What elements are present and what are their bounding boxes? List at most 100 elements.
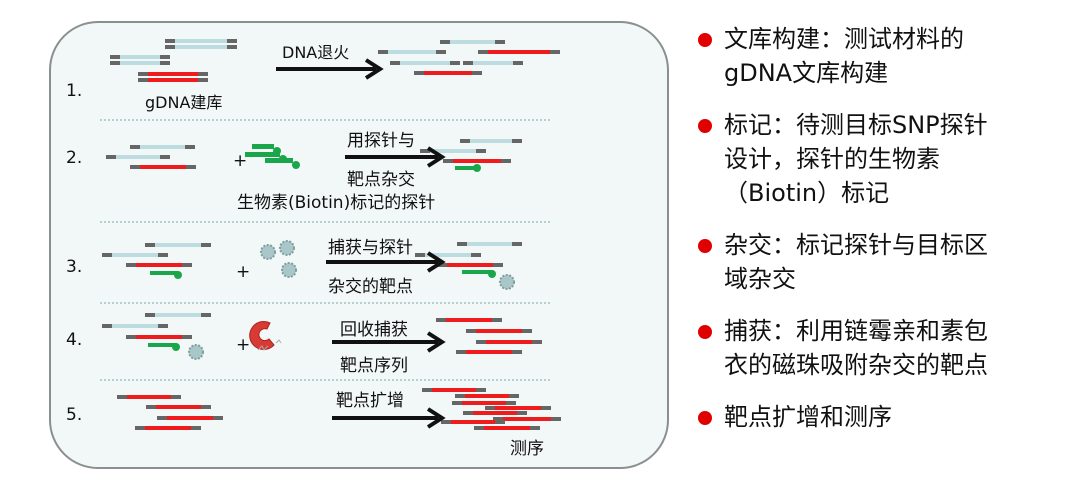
target-region: [488, 50, 550, 54]
plus-sign: +: [236, 335, 250, 355]
bullet-text: gDNA文库构建: [724, 59, 889, 87]
probe-strand: [245, 152, 280, 157]
target-region: [148, 78, 198, 82]
target-dna-fragment: [474, 426, 540, 430]
bead: [260, 244, 276, 260]
insert-region: [155, 313, 201, 317]
library-dna-fragment: [145, 243, 211, 247]
bullet-hybridization: 杂交：标记探针与目标区 域杂交: [698, 228, 1073, 296]
bullet-dot-icon: [698, 411, 712, 425]
library-dna-fragment: [110, 55, 170, 65]
target-dna-fragment: [146, 405, 211, 409]
insert-region: [425, 253, 471, 257]
target-region: [127, 395, 171, 399]
target-region: [156, 405, 201, 409]
target-region: [476, 329, 522, 333]
bead: [281, 262, 297, 278]
insert-region: [155, 243, 201, 247]
step-5-sub-label: 测序: [510, 439, 544, 459]
target-region: [424, 71, 472, 75]
library-dna-fragment: [102, 324, 168, 328]
target-region: [447, 263, 493, 267]
target-region: [446, 318, 492, 322]
target-dna-fragment: [126, 263, 192, 267]
insert-region: [140, 145, 185, 149]
target-region: [148, 72, 198, 76]
process-arrow: [332, 407, 446, 429]
process-arrow: [276, 58, 384, 80]
step-number-1: 1.: [66, 81, 82, 101]
insert-region: [112, 324, 158, 328]
probe-strand: [462, 270, 492, 274]
step-4-arrow-label-bottom: 靶点序列: [340, 356, 408, 376]
insert-region: [430, 149, 476, 153]
probe-strand: [252, 144, 274, 149]
step-3-arrow-label-bottom: 杂交的靶点: [328, 277, 413, 297]
target-dna-fragment: [466, 329, 532, 333]
bullet-text: 杂交：标记探针与目标区: [724, 231, 988, 259]
target-region: [503, 417, 551, 421]
target-dna-fragment: [478, 50, 560, 54]
target-region: [466, 350, 512, 354]
target-dna-fragment: [452, 401, 516, 405]
library-dna-fragment: [106, 155, 170, 159]
bead: [499, 274, 515, 290]
library-dna-fragment: [420, 149, 486, 153]
target-region: [484, 426, 530, 430]
target-region: [136, 335, 182, 339]
arrow-head-icon: [426, 407, 446, 429]
streptavidin-bead-icon: [281, 262, 297, 278]
target-dna-fragment: [485, 406, 551, 410]
step-1-arrow-label: DNA退火: [282, 43, 349, 62]
bullet-library-construction: 文库构建：测试材料的 gDNA文库构建: [698, 22, 1073, 90]
library-dna-fragment: [457, 242, 522, 246]
step-3-arrow-label-top: 捕获与探针: [328, 238, 413, 258]
step-1-sub-label: gDNA建库: [145, 93, 222, 112]
insert-region: [120, 55, 160, 59]
insert-region: [388, 50, 436, 54]
target-dna-fragment: [157, 416, 223, 420]
bullet-text: 靶点扩增和测序: [724, 403, 892, 431]
target-region: [495, 406, 541, 410]
biotin-dot: [292, 161, 300, 169]
target-dna-fragment: [441, 420, 505, 424]
target-region: [140, 165, 186, 169]
target-dna-fragment: [455, 394, 519, 398]
biotin-dot: [172, 343, 180, 351]
streptavidin-bead-icon: [188, 344, 204, 360]
library-dna-fragment: [460, 139, 522, 143]
bullet-dot-icon: [698, 325, 712, 339]
bullet-text: 捕获：利用链霉亲和素包: [724, 317, 988, 345]
probe-strand: [455, 166, 477, 170]
step-4-arrow-label-top: 回收捕获: [340, 320, 408, 340]
bullet-text: （Biotin）标记: [724, 179, 890, 207]
library-dna-fragment: [378, 50, 446, 54]
step-number-3: 3.: [66, 257, 82, 277]
bullet-text: 标记：待测目标SNP探针: [724, 111, 988, 139]
step-number-5: 5.: [66, 405, 82, 425]
target-dna-fragment: [456, 350, 522, 354]
biotin-dot: [174, 271, 182, 279]
probe-strand: [265, 158, 293, 163]
target-region: [432, 388, 476, 392]
bead: [188, 344, 204, 360]
plus-sign: +: [233, 151, 247, 171]
insert-region: [175, 45, 227, 49]
library-dna-fragment: [463, 61, 523, 65]
arrow-head-icon: [426, 251, 446, 273]
step-5-arrow-label: 靶点扩增: [336, 391, 404, 411]
streptavidin-bead-icon: [279, 240, 295, 256]
library-dna-fragment: [165, 39, 237, 49]
insert-region: [450, 40, 495, 44]
step-number-4: 4.: [66, 330, 82, 350]
target-dna-fragment: [117, 395, 181, 399]
process-arrow: [332, 331, 446, 353]
step-2-arrow-label-bottom: 靶点杂交: [347, 170, 415, 190]
bullet-text: 域杂交: [724, 265, 796, 293]
magnet-icon: [249, 321, 282, 351]
plus-sign: +: [236, 262, 250, 282]
streptavidin-bead-icon: [499, 274, 515, 290]
step-number-2: 2.: [66, 148, 82, 168]
bullet-labeling: 标记：待测目标SNP探针 设计，探针的生物素 （Biotin）标记: [698, 108, 1073, 210]
probe-strand: [148, 343, 176, 347]
